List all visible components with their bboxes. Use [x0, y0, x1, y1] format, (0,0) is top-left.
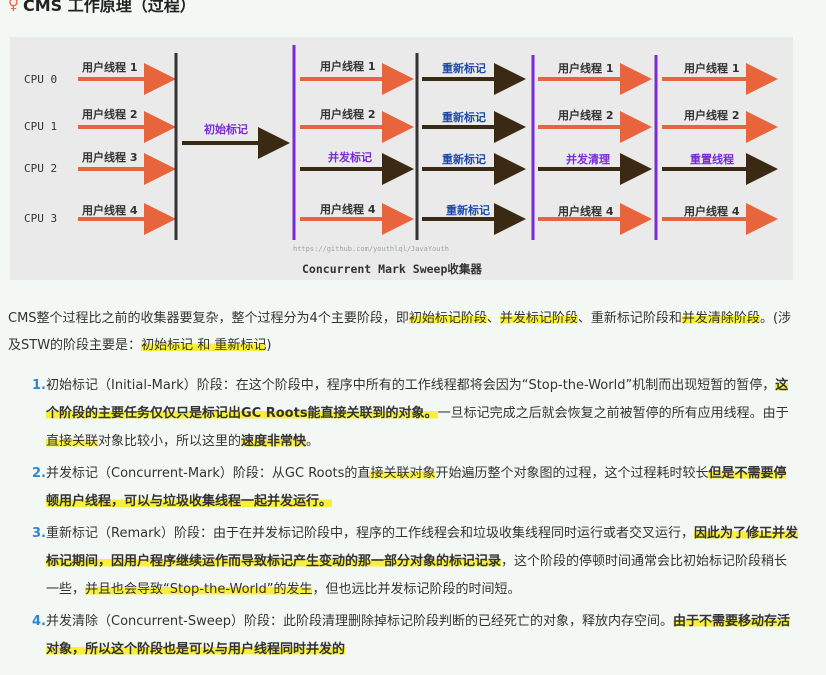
intro-highlight-concurrent: 并发标记阶段 [499, 311, 578, 326]
intro-paragraph: CMS整个过程比之前的收集器要复杂，整个过程分为4个主要阶段，即初始标记阶段、并… [8, 305, 798, 359]
intro-sep: 、 [486, 311, 500, 326]
figure-caption: Concurrent Mark Sweep收集器 [302, 262, 482, 276]
p1-thread-1: 用户线程 1 [82, 60, 137, 74]
p2-thread-2: 用户线程 2 [320, 107, 375, 121]
p3-thread-1: 用户线程 1 [558, 61, 613, 75]
concurrent-mark-label: 并发标记 [328, 150, 372, 164]
intro-sep: 、 [577, 311, 591, 326]
p4-thread-1: 用户线程 1 [684, 61, 739, 75]
step-text: 初始标记（Initial-Mark）阶段：在这个阶段中，程序中所有的工作线程都将… [46, 378, 776, 393]
step-text: 对象比较小，所以这里的 [98, 434, 242, 449]
watermark: https://github.com/youthlql/JavaYouth [293, 245, 449, 253]
link-icon: ♀ [8, 0, 19, 13]
remark-label-3: 重新标记 [442, 152, 486, 166]
cpu-label-2: CPU 2 [24, 162, 57, 175]
step-text: 重新标记（Remark）阶段：由于在并发标记阶段中，程序的工作线程会和垃圾收集线… [46, 526, 694, 541]
intro-stw-text: 。(涉及STW的阶段主要是： [8, 311, 792, 353]
cpu-label-0: CPU 0 [24, 73, 57, 86]
remark-label-1: 重新标记 [442, 61, 486, 75]
p1-thread-2: 用户线程 2 [82, 107, 137, 121]
step-highlight: 并且也会导致“Stop-the-World”的发生 [85, 582, 313, 597]
step-highlight: 速度非常快 [241, 434, 307, 449]
cpu-label-3: CPU 3 [24, 212, 57, 225]
intro-remark-text: 重新标记阶段 [590, 311, 669, 326]
p3-thread-2: 用户线程 2 [558, 108, 613, 122]
p3-thread-4: 用户线程 4 [558, 204, 614, 218]
concurrent-sweep-label: 并发清理 [566, 152, 610, 166]
intro-text: CMS整个过程比之前的收集器要复杂，整个过程分为4个主要阶段，即 [8, 311, 409, 326]
step-text: 。 [306, 434, 320, 449]
reset-label: 重置线程 [690, 152, 734, 166]
title-text: CMS 工作原理（过程） [23, 0, 196, 15]
remark-label-2: 重新标记 [442, 110, 486, 124]
list-item: 1. 初始标记（Initial-Mark）阶段：在这个阶段中，程序中所有的工作线… [8, 372, 798, 456]
section-title: ♀ CMS 工作原理（过程） [8, 0, 196, 16]
step-text: ，这个阶段的停顿时间通常会比初始标记阶段稍长一些， [46, 554, 788, 597]
step-text: 并发清除（Concurrent-Sweep）阶段：此阶段清理删除掉标记阶段判断的… [46, 614, 673, 629]
step-text: 一旦标记完成之后就会恢复之前被暂停的所有应用线程。由于 [437, 406, 789, 421]
phase1-threads: 用户线程 1 用户线程 2 用户线程 3 用户线程 4 [78, 60, 176, 235]
p2-thread-4: 用户线程 4 [320, 202, 376, 216]
p4-thread-2: 用户线程 2 [684, 108, 739, 122]
intro-highlight-initial: 初始标记阶段 [408, 311, 487, 326]
list-number: 1. [32, 378, 46, 393]
cms-diagram: CPU 0 CPU 1 CPU 2 CPU 3 用户线程 1 用户线程 2 用户… [10, 37, 793, 280]
p1-thread-3: 用户线程 3 [82, 150, 137, 164]
list-item: 2. 并发标记（Concurrent-Mark）阶段：从GC Roots的直接关… [8, 460, 798, 516]
reset-threads: 用户线程 1 用户线程 2 重置线程 用户线程 4 [662, 61, 778, 235]
p2-thread-1: 用户线程 1 [320, 59, 375, 73]
remark-label-4: 重新标记 [446, 203, 490, 217]
intro-close: ) [266, 338, 272, 353]
step-highlight: 直接关联 [46, 434, 99, 449]
phase-list: 1. 初始标记（Initial-Mark）阶段：在这个阶段中，程序中所有的工作线… [8, 372, 798, 668]
intro-highlight-sweep: 并发清除阶段 [681, 311, 760, 326]
p4-thread-4: 用户线程 4 [684, 204, 740, 218]
list-number: 4. [32, 614, 46, 629]
sweep-threads: 用户线程 1 用户线程 2 并发清理 用户线程 4 [538, 61, 652, 235]
cpu-label-1: CPU 1 [24, 120, 57, 133]
cms-diagram-svg: CPU 0 CPU 1 CPU 2 CPU 3 用户线程 1 用户线程 2 用户… [24, 45, 778, 276]
step-highlight: 接关联对象 [370, 466, 436, 481]
initial-mark-label: 初始标记 [204, 122, 248, 136]
list-item: 4. 并发清除（Concurrent-Sweep）阶段：此阶段清理删除掉标记阶段… [8, 608, 798, 664]
step-text: 并发标记（Concurrent-Mark）阶段：从GC Roots的直 [46, 466, 371, 481]
step-text: 开始遍历整个对象图的过程，这个过程耗时较长 [435, 466, 709, 481]
phase2-threads: 用户线程 1 用户线程 2 并发标记 用户线程 4 [300, 59, 414, 235]
list-number: 3. [32, 526, 46, 541]
step-text: ，但也远比并发标记阶段的时间短。 [312, 582, 521, 597]
intro-sep: 和 [668, 311, 682, 326]
p1-thread-4: 用户线程 4 [82, 203, 138, 217]
list-item: 3. 重新标记（Remark）阶段：由于在并发标记阶段中，程序的工作线程会和垃圾… [8, 520, 798, 604]
remark-threads: 重新标记 重新标记 重新标记 重新标记 [422, 61, 526, 235]
intro-highlight-stw: 初始标记 和 重新标记 [141, 338, 267, 353]
list-number: 2. [32, 466, 46, 481]
